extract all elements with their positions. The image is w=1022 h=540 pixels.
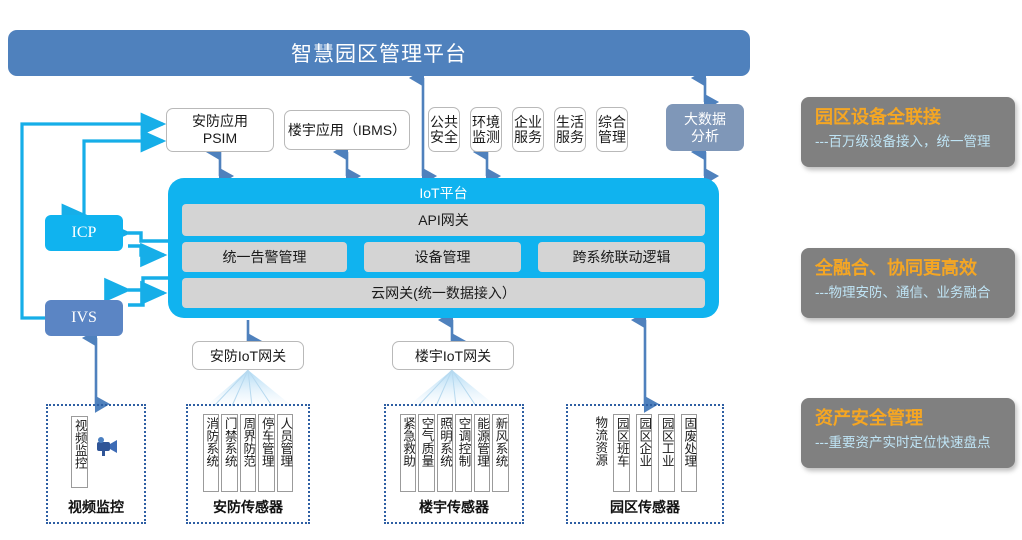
panel-full-convergence-title: 全融合、协同更高效 bbox=[815, 258, 977, 278]
node-icp[interactable]: ICP bbox=[45, 215, 123, 251]
group-label-park-sensors: 园区传感器 bbox=[610, 499, 680, 515]
app-int-line2: 管理 bbox=[598, 128, 626, 145]
iot-alarm-management[interactable]: 统一告警管理 bbox=[182, 242, 347, 272]
node-ivs[interactable]: IVS bbox=[45, 300, 123, 336]
iot-api-gateway[interactable]: API网关 bbox=[182, 204, 705, 236]
sensor-item-fire[interactable]: 消防系统 bbox=[202, 414, 220, 492]
panel-device-connectivity: 园区设备全联接 ---百万级设备接入，统一管理 bbox=[801, 97, 1015, 167]
sensor-item-personnel[interactable]: 人员管理 bbox=[276, 414, 294, 492]
iot-platform: IoT平台 API网关 统一告警管理 设备管理 跨系统联动逻辑 云网关(统一数据… bbox=[168, 178, 719, 318]
sensor-item-waste[interactable]: 固废处理 bbox=[680, 414, 698, 492]
group-label-video-surveillance: 视频监控 bbox=[68, 499, 124, 515]
iot-cross-system-logic[interactable]: 跨系统联动逻辑 bbox=[538, 242, 705, 272]
group-security-sensors: 消防系统 门禁系统 周界防范 停车管理 人员管理 安防传感器 bbox=[186, 404, 310, 524]
camera-icon bbox=[96, 437, 117, 456]
sensor-item-energy[interactable]: 能源管理 bbox=[473, 414, 490, 492]
app-psim-line2: PSIM bbox=[202, 130, 238, 146]
sensor-item-fresh-air[interactable]: 新风系统 bbox=[492, 414, 509, 492]
app-life-line1: 生活 bbox=[556, 113, 584, 130]
panel-device-connectivity-title: 园区设备全联接 bbox=[815, 107, 941, 127]
app-public-safety-line1: 公共 bbox=[430, 113, 458, 130]
app-env-line1: 环境 bbox=[472, 113, 500, 130]
app-psim[interactable]: 安防应用 PSIM bbox=[166, 108, 274, 152]
page-title: 智慧园区管理平台 bbox=[8, 30, 750, 76]
sensor-item-lighting[interactable]: 照明系统 bbox=[436, 414, 453, 492]
gateway-building-iot[interactable]: 楼宇IoT网关 bbox=[392, 341, 514, 370]
app-ibms[interactable]: 楼宇应用（IBMS） bbox=[284, 110, 410, 150]
app-environment-monitoring[interactable]: 环境 监测 bbox=[470, 107, 502, 152]
group-video-surveillance: 视频监控 视频监控 bbox=[46, 404, 146, 524]
sensor-item-shuttle[interactable]: 园区班车 bbox=[613, 414, 630, 492]
app-life-service[interactable]: 生活 服务 bbox=[554, 107, 586, 152]
app-enterprise-service[interactable]: 企业 服务 bbox=[512, 107, 544, 152]
bigdata-line2: 分析 bbox=[691, 127, 719, 144]
gateway-security-iot[interactable]: 安防IoT网关 bbox=[192, 341, 304, 370]
group-park-sensors: 物流资源 园区班车 园区企业 园区工业 固废处理 园区传感器 bbox=[566, 404, 724, 524]
panel-full-convergence: 全融合、协同更高效 ---物理安防、通信、业务融合 bbox=[801, 248, 1015, 318]
app-int-line1: 综合 bbox=[598, 113, 626, 130]
sensor-item-air-quality[interactable]: 空气质量 bbox=[418, 414, 435, 492]
group-label-security-sensors: 安防传感器 bbox=[213, 499, 283, 515]
beam-fan-security-gateway bbox=[206, 369, 292, 407]
app-public-safety[interactable]: 公共 安全 bbox=[428, 107, 460, 152]
iot-platform-title: IoT平台 bbox=[419, 185, 468, 201]
app-ent-line1: 企业 bbox=[514, 113, 542, 130]
panel-asset-security-title: 资产安全管理 bbox=[815, 408, 923, 428]
panel-asset-security-subtitle: ---重要资产实时定位快速盘点 bbox=[815, 434, 991, 450]
sensor-item-video[interactable]: 视频监控 bbox=[71, 416, 88, 488]
iot-device-management[interactable]: 设备管理 bbox=[364, 242, 521, 272]
app-ent-line2: 服务 bbox=[514, 128, 542, 145]
iot-cloud-gateway[interactable]: 云网关(统一数据接入） bbox=[182, 278, 705, 308]
sensor-item-logistics[interactable]: 物流资源 bbox=[593, 416, 608, 466]
sensor-item-industry[interactable]: 园区工业 bbox=[658, 414, 675, 492]
app-public-safety-line2: 安全 bbox=[430, 128, 458, 145]
sensor-item-emergency[interactable]: 紧急救助 bbox=[399, 414, 416, 492]
app-bigdata-analysis[interactable]: 大数据 分析 bbox=[666, 104, 744, 151]
sensor-item-parking[interactable]: 停车管理 bbox=[258, 414, 275, 492]
sensor-item-enterprise[interactable]: 园区企业 bbox=[635, 414, 653, 492]
app-life-line2: 服务 bbox=[556, 128, 584, 145]
app-psim-line1: 安防应用 bbox=[192, 113, 248, 130]
beam-fan-building-gateway bbox=[408, 369, 496, 407]
app-integrated-management[interactable]: 综合 管理 bbox=[596, 107, 628, 152]
group-label-building-sensors: 楼宇传感器 bbox=[419, 499, 489, 515]
panel-full-convergence-subtitle: ---物理安防、通信、业务融合 bbox=[815, 284, 991, 300]
connector-iot-to-ivs bbox=[104, 276, 168, 307]
app-env-line2: 监测 bbox=[472, 128, 500, 145]
bigdata-line1: 大数据 bbox=[684, 110, 726, 127]
connector-icp-to-psim bbox=[61, 129, 167, 227]
sensor-item-hvac[interactable]: 空调控制 bbox=[455, 414, 472, 492]
connector-iot-to-icp bbox=[104, 220, 168, 268]
panel-device-connectivity-subtitle: ---百万级设备接入，统一管理 bbox=[815, 133, 991, 149]
group-building-sensors: 紧急救助 空气质量 照明系统 空调控制 能源管理 新风系统 楼宇传感器 bbox=[384, 404, 524, 524]
sensor-item-perimeter[interactable]: 周界防范 bbox=[239, 414, 257, 492]
sensor-item-access-control[interactable]: 门禁系统 bbox=[221, 414, 238, 492]
panel-asset-security: 资产安全管理 ---重要资产实时定位快速盘点 bbox=[801, 398, 1015, 468]
